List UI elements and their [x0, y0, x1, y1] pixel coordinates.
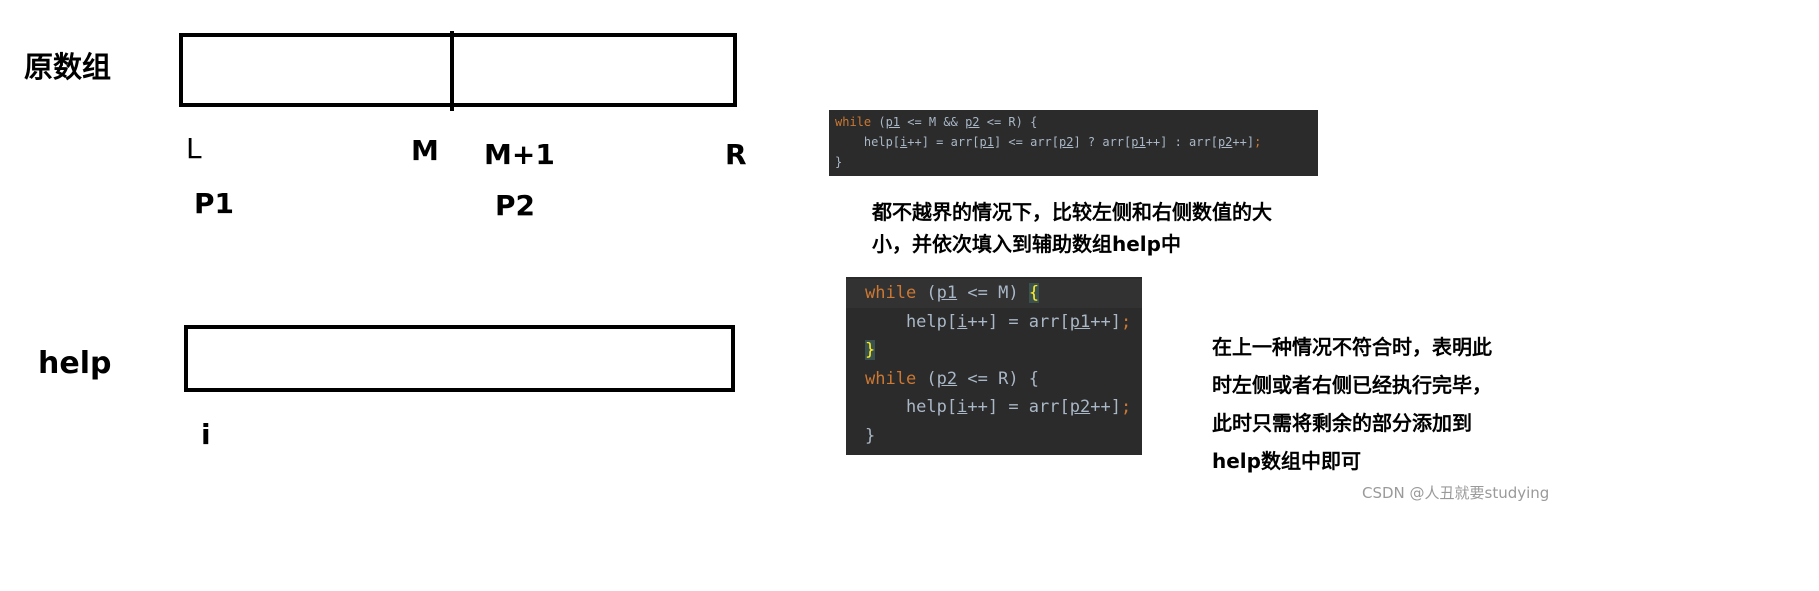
code-text: ++] — [1090, 397, 1121, 417]
code-var: p1 — [979, 135, 994, 149]
code-line: } — [865, 425, 876, 446]
code-var: p2 — [1069, 397, 1091, 417]
code-text: <= M && — [900, 115, 966, 129]
pointer-label-P2: P2 — [495, 189, 536, 222]
code-text: ( — [916, 368, 937, 389]
code-brace: } — [865, 340, 876, 360]
code-brace: { — [1028, 283, 1040, 303]
code-text: ++] — [1232, 135, 1255, 149]
code-line: help[i++] = arr[p1] <= arr[p2] ? arr[p1+… — [835, 132, 1318, 152]
code-text: ++] : arr[ — [1145, 135, 1218, 149]
code-text: ] <= arr[ — [993, 135, 1059, 149]
description-compare-step: 都不越界的情况下，比较左侧和右侧数值的大 小，并依次填入到辅助数组help中 — [872, 196, 1272, 260]
description-line: 此时只需将剩余的部分添加到 — [1212, 411, 1472, 435]
code-line: while (p2 <= R) { — [846, 365, 1142, 394]
index-label-L: L — [186, 132, 202, 165]
code-var: p2 — [965, 115, 980, 129]
code-line: while (p1 <= M) { — [846, 279, 1142, 308]
code-text: <= R) { — [979, 115, 1038, 129]
code-block-merge-loop: while (p1 <= M && p2 <= R) { help[i++] =… — [829, 110, 1318, 176]
help-array-box — [184, 325, 735, 392]
code-text: ++] = arr[ — [967, 397, 1070, 417]
help-array-label: help — [38, 346, 112, 381]
index-label-M-plus-1: M+1 — [484, 138, 555, 171]
index-label-M: M — [411, 134, 439, 167]
code-text: <= R) { — [957, 368, 1040, 389]
code-text: help[ — [865, 397, 958, 417]
code-text: help[ — [865, 311, 958, 332]
code-keyword: while — [835, 115, 872, 129]
description-line: 都不越界的情况下，比较左侧和右侧数值的大 — [872, 200, 1272, 224]
code-var: p1 — [885, 115, 901, 129]
code-semicolon: ; — [1254, 135, 1262, 149]
code-text: ++] = arr[ — [967, 311, 1070, 332]
code-line: help[i++] = arr[p2++]; — [846, 393, 1142, 422]
code-line: help[i++] = arr[p1++]; — [846, 308, 1142, 337]
code-var: p1 — [1131, 135, 1146, 149]
code-var: p1 — [936, 283, 958, 303]
code-text: help[ — [835, 135, 901, 149]
pointer-label-P1: P1 — [194, 187, 235, 220]
description-line: 小，并依次填入到辅助数组help中 — [872, 232, 1181, 256]
array-split-divider — [450, 31, 454, 111]
pointer-label-i: i — [201, 418, 211, 451]
description-line: 时左侧或者右侧已经执行完毕， — [1212, 373, 1492, 397]
code-var: i — [957, 397, 968, 417]
code-keyword: while — [865, 283, 917, 303]
csdn-watermark: CSDN @人丑就要studying — [1362, 484, 1550, 502]
code-semicolon: ; — [1120, 311, 1132, 332]
code-block-remaining-loops: while (p1 <= M) { help[i++] = arr[p1++];… — [846, 277, 1142, 455]
description-line: help数组中即可 — [1212, 449, 1361, 473]
code-text: ( — [871, 115, 886, 129]
code-var: p1 — [1069, 311, 1091, 332]
index-label-R: R — [725, 138, 747, 171]
code-var: i — [900, 135, 908, 149]
code-line: } — [835, 155, 843, 169]
code-var: p2 — [1059, 135, 1074, 149]
original-array-box — [179, 33, 737, 107]
code-keyword: while — [865, 368, 917, 389]
code-var: p2 — [1217, 135, 1233, 149]
code-text: <= M) — [957, 283, 1029, 303]
code-line: while (p1 <= M && p2 <= R) { — [835, 112, 1318, 132]
code-semicolon: ; — [1120, 397, 1132, 417]
code-text: ( — [916, 283, 937, 303]
code-var: p2 — [936, 368, 958, 389]
code-line: } — [846, 336, 1142, 365]
original-array-label: 原数组 — [24, 50, 112, 84]
code-text: ] ? arr[ — [1073, 135, 1132, 149]
description-remaining-step: 在上一种情况不符合时，表明此 时左侧或者右侧已经执行完毕， 此时只需将剩余的部分… — [1212, 328, 1492, 480]
code-text: ++] — [1090, 311, 1121, 332]
description-line: 在上一种情况不符合时，表明此 — [1212, 335, 1492, 359]
code-var: i — [957, 311, 968, 332]
code-text: ++] = arr[ — [907, 135, 980, 149]
